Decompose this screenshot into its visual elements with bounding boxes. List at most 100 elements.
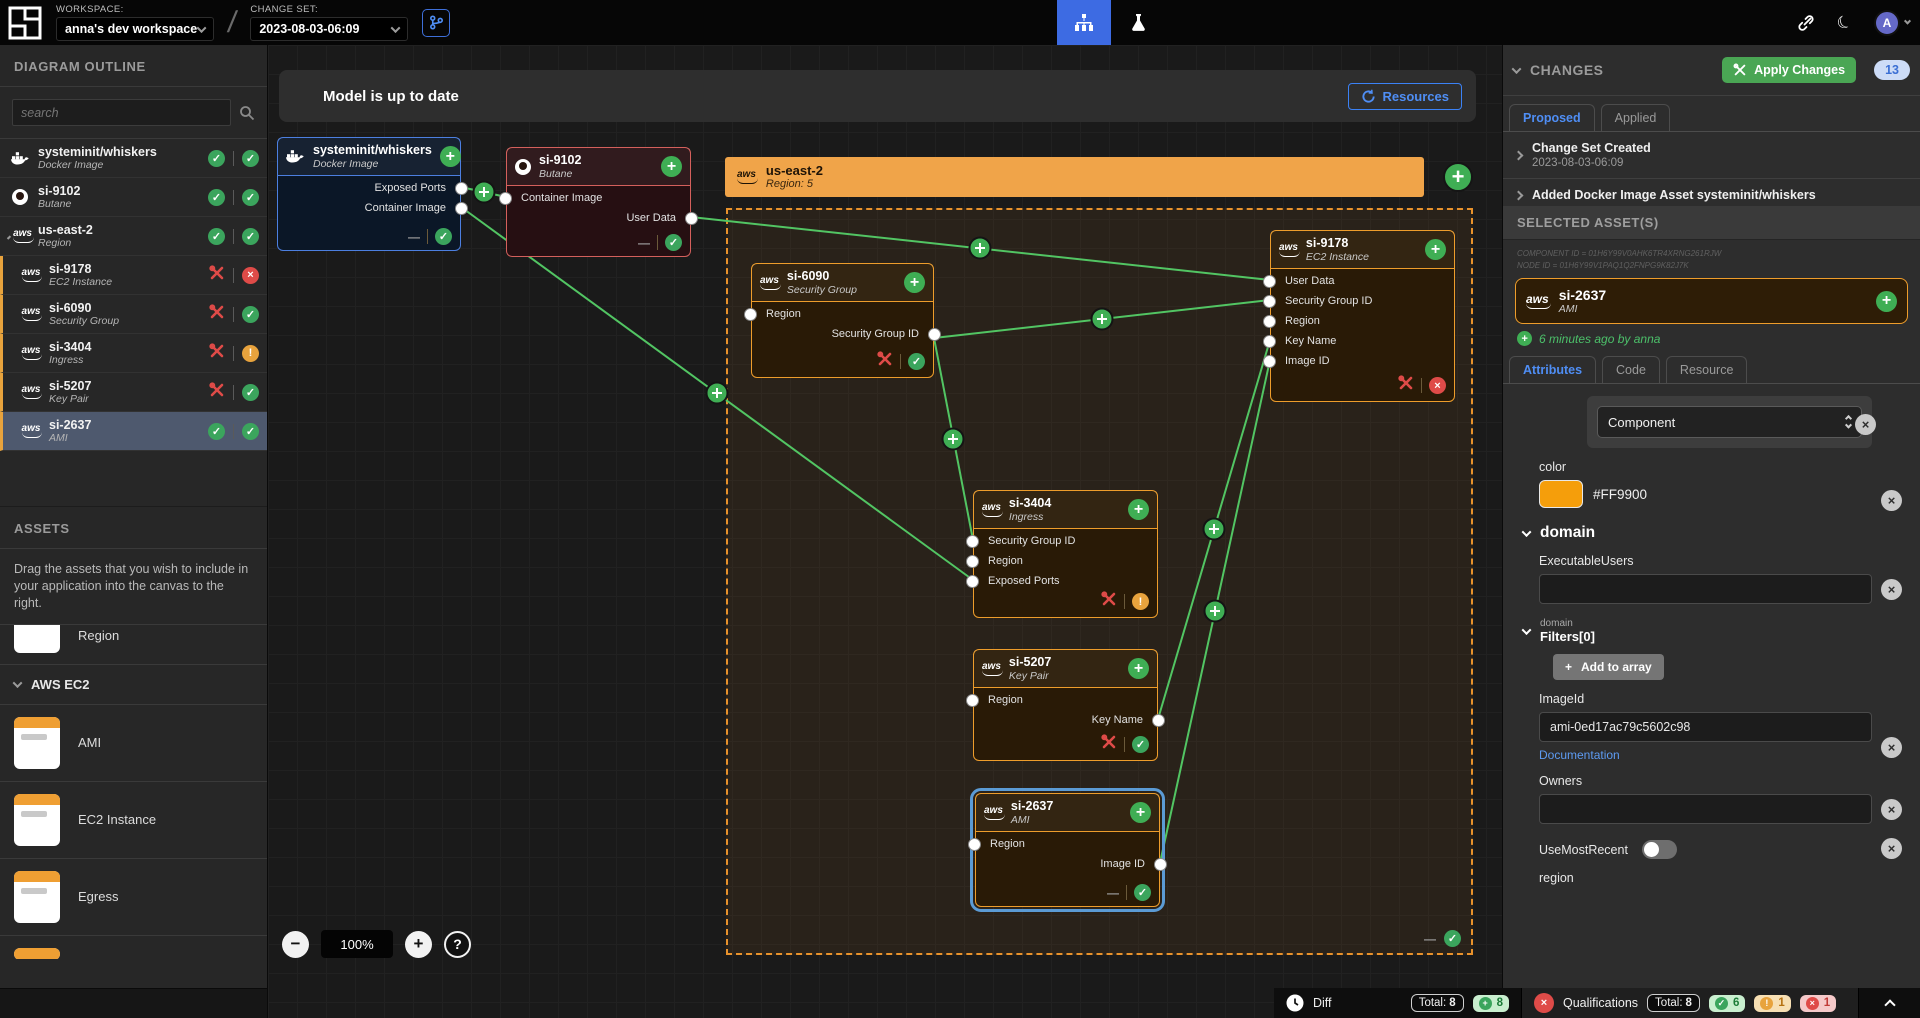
clear-owners-button[interactable]: × xyxy=(1881,799,1902,821)
tab-model-view[interactable] xyxy=(1057,0,1111,45)
qualifications-section[interactable]: × Qualifications Total:8 ✓6 !1 ×1 xyxy=(1522,988,1858,1018)
link-icon[interactable] xyxy=(1797,14,1815,32)
chevron-down-icon xyxy=(12,677,23,688)
output-socket[interactable] xyxy=(455,201,468,215)
clear-color-button[interactable]: × xyxy=(1881,490,1902,512)
owners-input[interactable] xyxy=(1539,794,1872,825)
usemostrecent-toggle[interactable] xyxy=(1642,840,1678,860)
color-swatch[interactable] xyxy=(1539,480,1583,509)
added-icon: + xyxy=(1517,331,1532,347)
resources-button[interactable]: Resources xyxy=(1347,82,1462,110)
add-connection-button[interactable]: + xyxy=(1130,802,1151,823)
create-changeset-button[interactable] xyxy=(422,8,451,37)
outline-spacer xyxy=(0,451,267,507)
tab-code[interactable]: Code xyxy=(1602,356,1660,384)
add-connection-button[interactable]: + xyxy=(1425,239,1446,260)
change-event[interactable]: Added Docker Image Asset systeminit/whis… xyxy=(1503,179,1920,206)
tab-resource[interactable]: Resource xyxy=(1665,356,1748,384)
component-select[interactable]: Component xyxy=(1597,406,1862,439)
change-event[interactable]: Change Set Created 2023-08-03-06:09 xyxy=(1503,132,1920,179)
dark-mode-icon[interactable]: ☾ xyxy=(1833,10,1856,34)
tab-proposed[interactable]: Proposed xyxy=(1509,104,1595,131)
canvas-node-us-east-2[interactable]: aws us-east-2 Region: 5 xyxy=(725,157,1424,197)
zoom-out-button[interactable]: − xyxy=(282,930,309,958)
search-input[interactable] xyxy=(12,99,231,126)
executableusers-input[interactable] xyxy=(1539,574,1872,605)
warning-icon: ! xyxy=(1760,996,1774,1010)
changeset-select[interactable]: 2023-08-03-06:09 xyxy=(250,17,409,41)
asset-thumbnail xyxy=(14,716,60,769)
input-socket[interactable] xyxy=(1263,314,1276,328)
zoom-in-button[interactable]: + xyxy=(405,930,432,958)
workspace-select[interactable]: anna's dev workspace xyxy=(56,17,214,41)
output-socket[interactable] xyxy=(455,181,468,195)
add-connection-button[interactable]: + xyxy=(439,146,461,167)
tab-lab-view[interactable] xyxy=(1111,0,1165,45)
help-button[interactable]: ? xyxy=(444,930,471,958)
domain-section-label: domain xyxy=(1540,524,1596,542)
input-socket[interactable] xyxy=(966,574,979,588)
input-socket[interactable] xyxy=(499,191,512,205)
input-socket[interactable] xyxy=(1263,354,1276,368)
input-socket[interactable] xyxy=(966,693,979,707)
region-add-button[interactable]: + xyxy=(1443,162,1473,192)
selected-asset-card[interactable]: aws si-2637 AMI + xyxy=(1515,278,1908,325)
collapse-panel-button[interactable] xyxy=(1858,988,1920,1018)
expander-chevron-icon[interactable] xyxy=(6,235,12,240)
asset-item-ec2-instance[interactable]: EC2 Instance xyxy=(0,782,267,859)
avatar[interactable]: A xyxy=(1874,9,1900,36)
asset-item-egress[interactable]: Egress xyxy=(0,859,267,936)
user-menu[interactable]: A xyxy=(1874,9,1912,36)
filters-section-header[interactable]: domain Filters[0] xyxy=(1521,618,1906,644)
add-connection-button[interactable]: + xyxy=(1128,499,1149,520)
input-socket[interactable] xyxy=(968,837,981,851)
asset-item-region-partial[interactable]: Region xyxy=(0,624,267,665)
add-connection-button[interactable]: + xyxy=(904,272,925,293)
clear-usemostrecent-button[interactable]: × xyxy=(1881,838,1902,860)
output-socket[interactable] xyxy=(1154,857,1167,871)
apply-changes-button[interactable]: Apply Changes xyxy=(1722,57,1857,83)
imageid-input[interactable] xyxy=(1539,712,1872,743)
clear-imageid-button[interactable]: × xyxy=(1881,737,1902,759)
input-socket[interactable] xyxy=(744,307,757,321)
diff-section[interactable]: Diff Total:8 +8 xyxy=(1274,988,1522,1018)
asset-group-aws-ec2[interactable]: AWS EC2 xyxy=(0,665,267,705)
input-socket[interactable] xyxy=(1263,294,1276,308)
domain-section-header[interactable]: domain xyxy=(1521,524,1906,542)
output-socket[interactable] xyxy=(1152,713,1165,727)
zoom-level[interactable]: 100% xyxy=(321,930,393,958)
input-socket[interactable] xyxy=(1263,274,1276,288)
asset-item-ami[interactable]: AMI xyxy=(0,705,267,782)
documentation-link[interactable]: Documentation xyxy=(1539,748,1620,763)
clear-component-button[interactable]: × xyxy=(1855,414,1876,436)
add-to-array-button[interactable]: + Add to array xyxy=(1553,654,1664,681)
input-socket[interactable] xyxy=(1263,334,1276,348)
add-connection-button[interactable]: + xyxy=(1876,290,1897,312)
tab-applied[interactable]: Applied xyxy=(1600,104,1671,131)
input-socket[interactable] xyxy=(966,554,979,568)
output-socket[interactable] xyxy=(685,211,698,225)
add-connection-button[interactable]: + xyxy=(661,156,682,177)
clear-executableusers-button[interactable]: × xyxy=(1881,579,1902,601)
tab-attributes[interactable]: Attributes xyxy=(1509,356,1597,384)
asset-item-partial-bottom[interactable] xyxy=(0,936,267,959)
input-socket[interactable] xyxy=(966,534,979,548)
add-connection-button[interactable]: + xyxy=(1128,658,1149,679)
chevron-down-icon[interactable] xyxy=(1511,63,1522,74)
output-socket[interactable] xyxy=(928,327,941,341)
